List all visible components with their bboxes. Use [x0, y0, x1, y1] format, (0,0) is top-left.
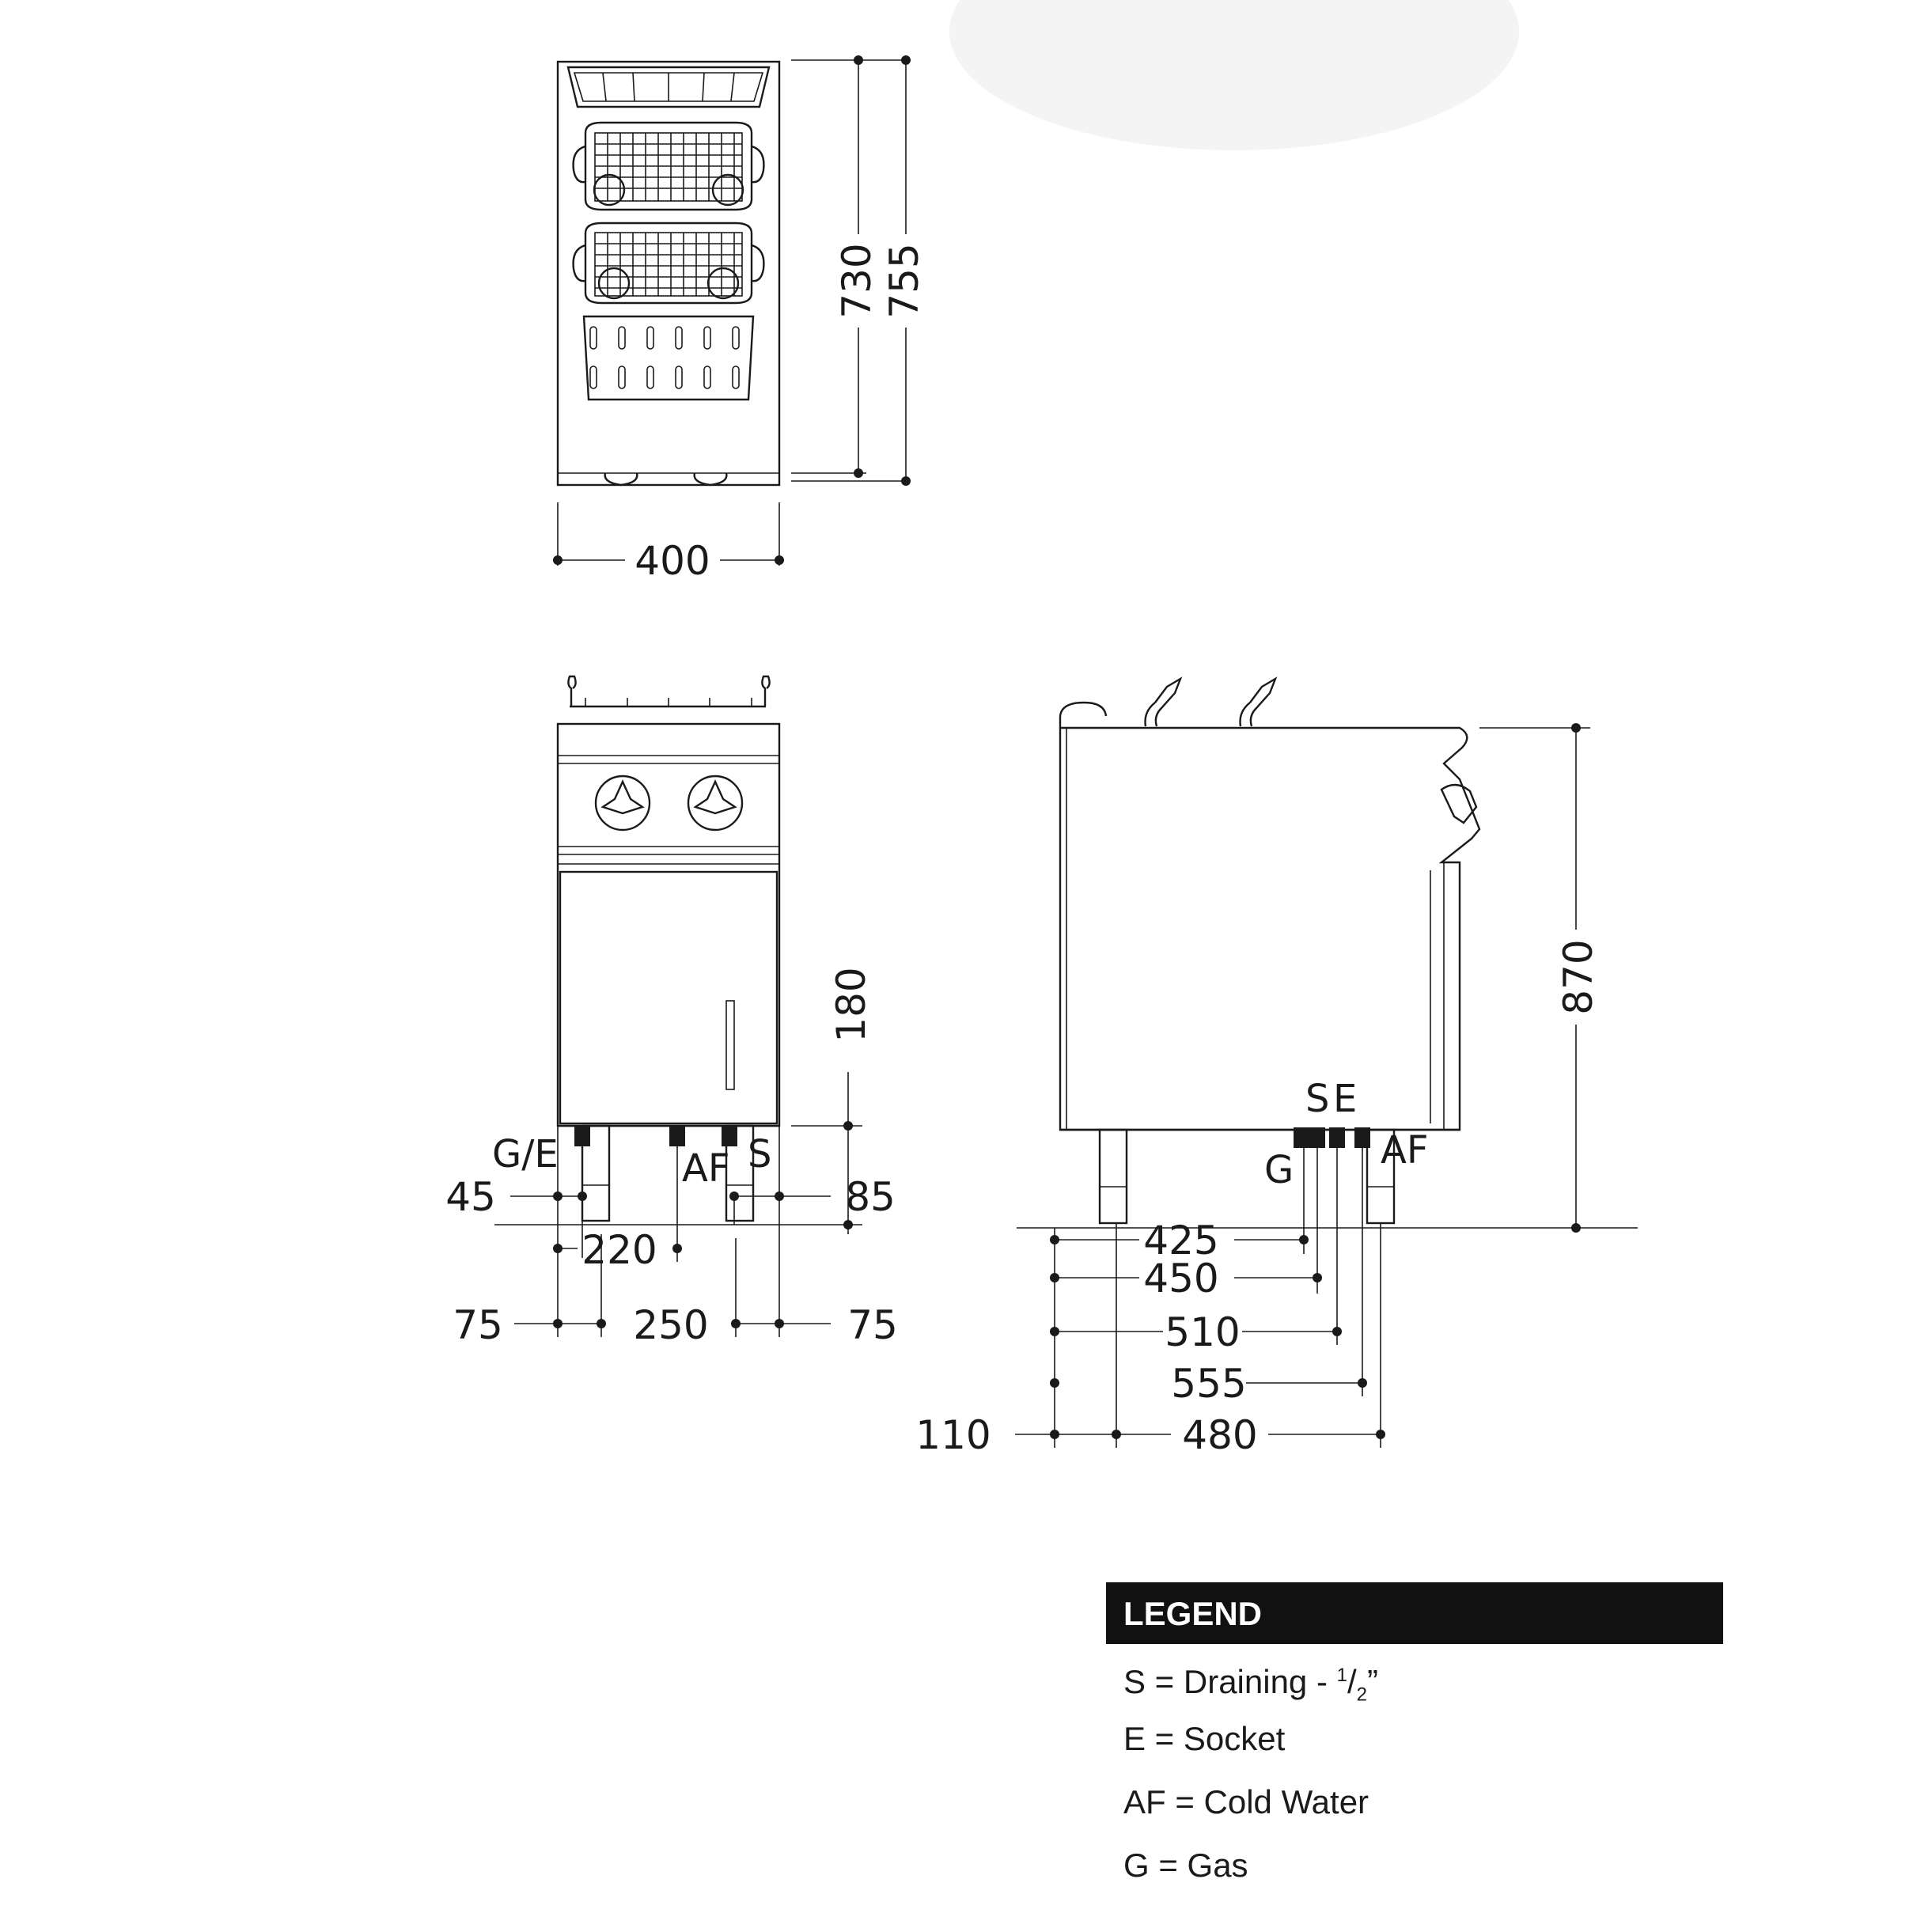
dim-450: 450: [1143, 1256, 1218, 1301]
front-view: G/E AF S 180 45 85 220 75 25: [445, 675, 898, 1348]
legend-s-text: S = Draining -: [1123, 1663, 1337, 1700]
dim-250: 250: [633, 1302, 708, 1348]
legend-item-g: G = Gas: [1123, 1847, 1248, 1884]
legend: LEGEND S = Draining - 1/2” E = Socket AF…: [1106, 1582, 1723, 1897]
legend-s-numerator: 1: [1336, 1665, 1347, 1686]
dim-180: 180: [828, 967, 874, 1042]
front-label-s: S: [748, 1132, 771, 1176]
side-label-e: E: [1333, 1077, 1357, 1121]
side-label-g: G: [1264, 1148, 1294, 1192]
top-view: 730 755 400: [553, 55, 927, 584]
side-label-af: AF: [1381, 1128, 1428, 1172]
legend-item-e: E = Socket: [1123, 1720, 1286, 1757]
dim-755: 755: [881, 243, 927, 318]
dim-75-right: 75: [847, 1302, 898, 1348]
side-view: S E G AF 870 425 450 510: [915, 676, 1638, 1458]
dim-110: 110: [915, 1412, 991, 1458]
dim-85: 85: [845, 1174, 896, 1220]
side-label-s: S: [1305, 1077, 1329, 1121]
legend-title: LEGEND: [1106, 1582, 1723, 1644]
dim-480: 480: [1182, 1412, 1257, 1458]
dim-425: 425: [1143, 1218, 1218, 1263]
legend-item-af: AF = Cold Water: [1123, 1783, 1369, 1820]
dim-730: 730: [834, 243, 880, 318]
background-shade: [949, 0, 1519, 150]
legend-item-s: S = Draining - 1/2”: [1106, 1644, 1723, 1707]
dim-400: 400: [635, 538, 710, 584]
legend-s-quote: ”: [1367, 1663, 1379, 1700]
front-label-af: AF: [682, 1146, 729, 1191]
dim-555: 555: [1171, 1361, 1246, 1407]
dim-870: 870: [1555, 939, 1601, 1014]
dim-45: 45: [445, 1174, 496, 1220]
legend-s-denominator: 2: [1356, 1684, 1368, 1706]
dim-510: 510: [1165, 1309, 1240, 1355]
legend-s-slash: /: [1347, 1663, 1357, 1700]
front-label-ge: G/E: [492, 1132, 559, 1176]
dim-220: 220: [581, 1227, 657, 1273]
dim-75-left: 75: [453, 1302, 503, 1348]
